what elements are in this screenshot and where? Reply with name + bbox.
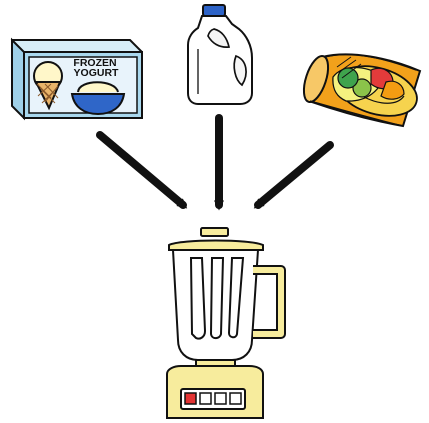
frozen-yogurt-carton-icon: FROZEN YOGURT (12, 40, 142, 118)
arrow-down-right (100, 135, 183, 205)
blender-button-4 (230, 393, 241, 404)
blender-button-2 (200, 393, 211, 404)
frozen-label-line-2: YOGURT (74, 67, 120, 79)
arrows-group (100, 118, 330, 205)
blender-button-3 (215, 393, 226, 404)
blender-button-red (185, 393, 196, 404)
arrow-down-left (258, 145, 330, 205)
canned-fruit-icon (299, 53, 423, 126)
milk-jug-icon (188, 5, 252, 104)
blender-icon (167, 228, 281, 418)
